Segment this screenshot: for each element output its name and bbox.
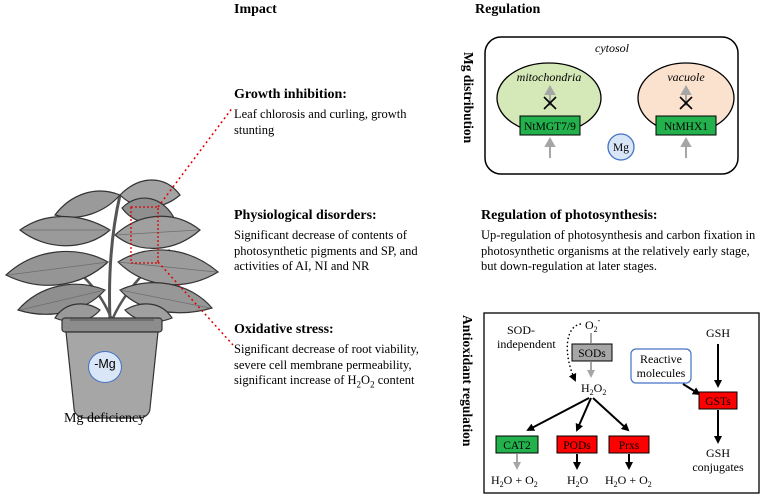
mg-ion-label: Mg: [613, 142, 629, 154]
ntmgt-label: NtMGT7/9: [524, 121, 576, 133]
sods-label: SODs: [578, 348, 606, 360]
mg-distribution-diagram: cytosol mitochondria vacuole NtMGT7/9 Nt…: [484, 36, 739, 175]
product-prxs: H2O + O2: [605, 473, 652, 489]
impact-oxidative-line: severe cell membrane permeability,: [234, 357, 412, 372]
sod-independent-label: independent: [497, 337, 556, 351]
sod-independent-label: SOD-: [507, 323, 535, 337]
cytosol-label: cytosol: [595, 41, 630, 55]
impact-physiological-line: photosynthetic pigments and SP, and: [234, 243, 418, 258]
impact-header: Impact: [234, 2, 277, 17]
impact-physiological-line: Significant decrease of contents of: [234, 228, 407, 242]
mg-distribution-label: Mg distribution: [461, 52, 476, 144]
plant-illustration: [4, 179, 220, 419]
antioxidant-label: Antioxidant regulation: [460, 315, 475, 447]
impact-oxidative-line: significant increase of H2O2 content: [234, 373, 415, 390]
vacuole-label: vacuole: [667, 70, 705, 84]
ntmgt-transporter: [519, 115, 581, 136]
impact-growth: Growth inhibition: Leaf chlorosis and cu…: [234, 87, 459, 138]
photosynthesis-title: Regulation of photosynthesis:: [481, 208, 658, 223]
prxs-enzyme: [608, 435, 650, 454]
sods-enzyme: [571, 343, 613, 362]
photosynthesis-line: Up-regulation of photosynthesis and carb…: [481, 228, 756, 242]
plant-caption: Mg deficiency: [64, 411, 146, 426]
photosynthesis-line: but down-regulation at later stages.: [481, 259, 657, 273]
mitochondria-label: mitochondria: [517, 70, 582, 84]
cat2-label: CAT2: [503, 440, 531, 452]
impact-growth-line: stunting: [234, 122, 275, 137]
mg-deficiency-badge: [88, 351, 122, 383]
antioxidant-diagram: SOD- independent O2- SODs H2O2 CAT2 PODs…: [483, 312, 760, 494]
ntmhx-label: NtMHX1: [664, 121, 708, 133]
photosynthesis-line: photosynthetic organisms at the relative…: [481, 243, 750, 258]
ntmhx-transporter: [655, 115, 717, 136]
prxs-label: Prxs: [619, 440, 640, 452]
photosynthesis-section: Regulation of photosynthesis: Up-regulat…: [481, 208, 761, 275]
impact-oxidative-line: Significant decrease of root viability,: [234, 342, 419, 356]
impact-physiological: Physiological disorders: Significant dec…: [234, 208, 464, 275]
h2o2-label: H2O2: [581, 381, 606, 397]
reactive-molecules-box: [630, 348, 692, 384]
impact-physiological-title: Physiological disorders:: [234, 208, 377, 223]
product-pods: H2O: [567, 473, 589, 489]
product-cat2: H2O + O2: [491, 473, 538, 489]
pods-enzyme: [556, 435, 598, 454]
gsh-label: GSH: [706, 326, 730, 340]
impact-oxidative-title: Oxidative stress:: [234, 322, 334, 337]
gsts-enzyme: [698, 391, 738, 410]
block-icon: [543, 96, 693, 110]
callout-square: [130, 206, 159, 264]
impact-physiological-line: activities of AI, NI and NR: [234, 259, 370, 273]
impact-oxidative: Oxidative stress: Significant decrease o…: [234, 322, 469, 393]
regulation-header: Regulation: [475, 2, 541, 17]
mg-deficiency-badge-label: -Mg: [94, 357, 116, 371]
impact-growth-title: Growth inhibition:: [234, 87, 347, 102]
impact-growth-line: Leaf chlorosis and curling, growth: [234, 107, 407, 121]
superoxide-label: O2-: [585, 316, 601, 334]
pods-label: PODs: [563, 440, 591, 452]
gsts-label: GSTs: [705, 396, 731, 408]
reactive-molecules-label: molecules: [637, 366, 686, 380]
reactive-molecules-label: Reactive: [640, 352, 682, 366]
mg-ion: [607, 133, 635, 161]
cat2-enzyme: [495, 435, 539, 454]
gsh-conjugates-label: GSH: [706, 446, 730, 460]
gsh-conjugates-label: conjugates: [692, 460, 744, 474]
